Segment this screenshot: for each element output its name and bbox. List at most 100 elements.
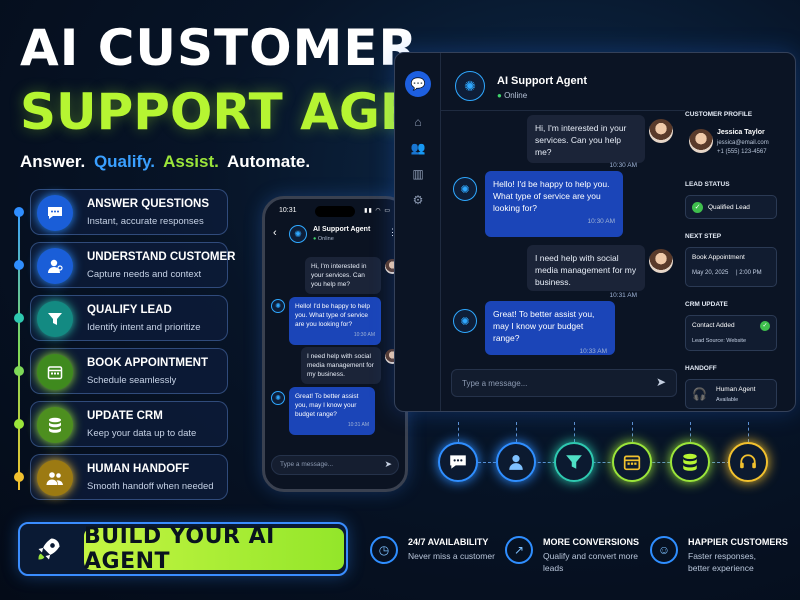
send-icon[interactable]: ➤: [384, 459, 392, 469]
icon-row-connector: [478, 462, 730, 463]
feature-item-human-handoff: HUMAN HANDOFF Smooth handoff when needed: [30, 454, 228, 500]
message-time: 10:30 AM: [609, 162, 637, 169]
feature-subtitle: Keep your data up to date: [87, 428, 197, 439]
tagline-word: Answer.: [20, 152, 86, 171]
agent-status: ● Online: [497, 91, 528, 100]
panel-label-handoff: HANDOFF: [685, 365, 717, 372]
back-arrow-icon[interactable]: ‹: [273, 227, 277, 239]
connector-stem: [632, 422, 633, 442]
feature-title: BOOK APPOINTMENT: [87, 357, 208, 369]
contacts-nav-icon[interactable]: 👥: [410, 141, 426, 155]
feature-item-answer-questions: ANSWER QUESTIONS Instant, accurate respo…: [30, 189, 228, 235]
check-icon: ✓: [760, 321, 770, 331]
handoff-card[interactable]: 🎧 Human Agent Available: [685, 379, 777, 409]
benefit-title: MORE CONVERSIONS: [543, 537, 640, 547]
bot-avatar-icon: ✺: [289, 225, 307, 243]
phone-agent-status-text: Online: [317, 236, 334, 242]
bot-avatar-icon: ✺: [453, 309, 477, 333]
message-time: 10:33 AM: [579, 348, 607, 355]
chat-bubble-user: Hi, I'm interested in your services. Can…: [527, 115, 645, 169]
tagline: Answer. Qualify. Assist. Automate.: [20, 152, 314, 172]
next-step-date: May 20, 2025: [692, 270, 729, 276]
feature-dot: [14, 419, 24, 429]
message-text: Hello! I'd be happy to help you. What ty…: [295, 303, 370, 328]
customer-profile-avatar: [689, 129, 713, 153]
message-text: Great! To better assist you, may I know …: [493, 309, 595, 343]
phone-message-input[interactable]: Type a message... ➤: [271, 455, 399, 475]
next-step-time: 2:00 PM: [739, 270, 762, 276]
message-text: Hello! I'd be happy to help you. What ty…: [493, 179, 610, 213]
cta-container: BUILD YOUR AI AGENT: [18, 522, 348, 576]
feature-item-book-appointment: BOOK APPOINTMENT Schedule seamlessly: [30, 348, 228, 394]
lead-status-value: Qualified Lead: [708, 204, 750, 211]
chat-bubble-icon: [37, 195, 73, 231]
next-step-time-wrap: | 2:00 PM: [736, 270, 762, 276]
benefit-line1: Faster responses,: [688, 551, 757, 561]
signal-icon: ▮▮ ◠ ▭: [364, 208, 391, 214]
panel-label-profile: CUSTOMER PROFILE: [685, 111, 753, 118]
profile-phone: +1 (555) 123-4567: [717, 149, 767, 155]
message-time: 10:31 AM: [347, 422, 369, 428]
message-input[interactable]: Type a message... ➤: [451, 369, 677, 397]
feature-connector-line: [18, 210, 20, 490]
tagline-word: Assist.: [163, 152, 219, 171]
benefit-line2: leads: [543, 563, 564, 573]
send-icon[interactable]: ➤: [655, 375, 666, 389]
chat-header: ✺ AI Support Agent ● Online: [441, 53, 685, 111]
next-step-card[interactable]: Book Appointment May 20, 2025 | 2:00 PM: [685, 247, 777, 287]
phone-chat-header: ‹ ✺ AI Support Agent ● Online ⋮: [265, 223, 405, 247]
phone-notch: [315, 206, 355, 217]
panel-label-lead-status: LEAD STATUS: [685, 181, 730, 188]
growth-chart-icon: ↗: [505, 536, 533, 564]
feature-subtitle: Capture needs and context: [87, 269, 202, 280]
tagline-word: Automate.: [226, 152, 311, 171]
message-text: I need help with social media management…: [307, 353, 374, 378]
chat-bubble-user: I need help with social media management…: [301, 347, 381, 384]
feature-subtitle: Identify intent and prioritize: [87, 322, 201, 333]
crm-update-card: Contact Added ✓ Lead Source: Website: [685, 315, 777, 351]
panel-label-next-step: NEXT STEP: [685, 233, 722, 240]
panel-label-crm: CRM UPDATE: [685, 301, 728, 308]
message-text: Hi, I'm interested in your services. Can…: [535, 123, 627, 157]
chat-bubble-agent: Great! To better assist you, may I know …: [289, 387, 375, 435]
connector-stem: [690, 422, 691, 442]
bot-avatar-icon: ✺: [271, 299, 285, 313]
tagline-word: Qualify.: [93, 152, 156, 171]
input-placeholder: Type a message...: [462, 379, 528, 388]
chat-bubble-user: Hi, I'm interested in your services. Can…: [305, 257, 381, 294]
sidebar: 💬 ⌂ 👥 ▥ ⚙: [395, 53, 441, 411]
chat-bubble-icon: [438, 442, 478, 482]
feature-title: UNDERSTAND CUSTOMER: [87, 251, 236, 263]
handoff-status: Available: [716, 397, 739, 403]
more-options-icon[interactable]: ⋮: [388, 227, 397, 237]
funnel-icon: [37, 301, 73, 337]
message-time: 10:31 AM: [609, 292, 637, 299]
chat-bubble-user: I need help with social media management…: [527, 245, 645, 299]
chat-nav-icon[interactable]: 💬: [405, 71, 431, 97]
desktop-chat-window: 💬 ⌂ 👥 ▥ ⚙ ✺ AI Support Agent ● Online Hi…: [394, 52, 796, 412]
crm-source: Lead Source: Website: [692, 338, 747, 344]
benefit-title: 24/7 AVAILABILITY: [408, 537, 489, 547]
benefit-line1: Qualify and convert more: [543, 551, 638, 561]
chat-bubble-agent: Hello! I'd be happy to help you. What ty…: [289, 297, 381, 345]
input-placeholder: Type a message...: [280, 461, 334, 468]
customer-avatar: [649, 249, 673, 273]
feature-subtitle: Instant, accurate responses: [87, 216, 204, 227]
profile-email: jessica@email.com: [717, 140, 769, 146]
feature-title: UPDATE CRM: [87, 410, 163, 422]
smiley-icon: ☺: [650, 536, 678, 564]
phone-agent-status: ● Online: [313, 236, 334, 242]
build-agent-button[interactable]: BUILD YOUR AI AGENT: [84, 524, 344, 574]
feature-dot: [14, 260, 24, 270]
phone-mockup: 10:31 ▮▮ ◠ ▭ ‹ ✺ AI Support Agent ● Onli…: [262, 196, 408, 492]
headset-icon: [728, 442, 768, 482]
analytics-nav-icon[interactable]: ▥: [412, 167, 424, 181]
users-icon: [37, 460, 73, 496]
settings-nav-icon[interactable]: ⚙: [412, 193, 424, 207]
home-nav-icon[interactable]: ⌂: [414, 115, 422, 129]
headset-icon: 🎧: [692, 387, 707, 401]
funnel-icon: [554, 442, 594, 482]
lead-status-card: ✓ Qualified Lead: [685, 195, 777, 219]
benefit-title: HAPPIER CUSTOMERS: [688, 537, 788, 547]
feature-dot: [14, 207, 24, 217]
